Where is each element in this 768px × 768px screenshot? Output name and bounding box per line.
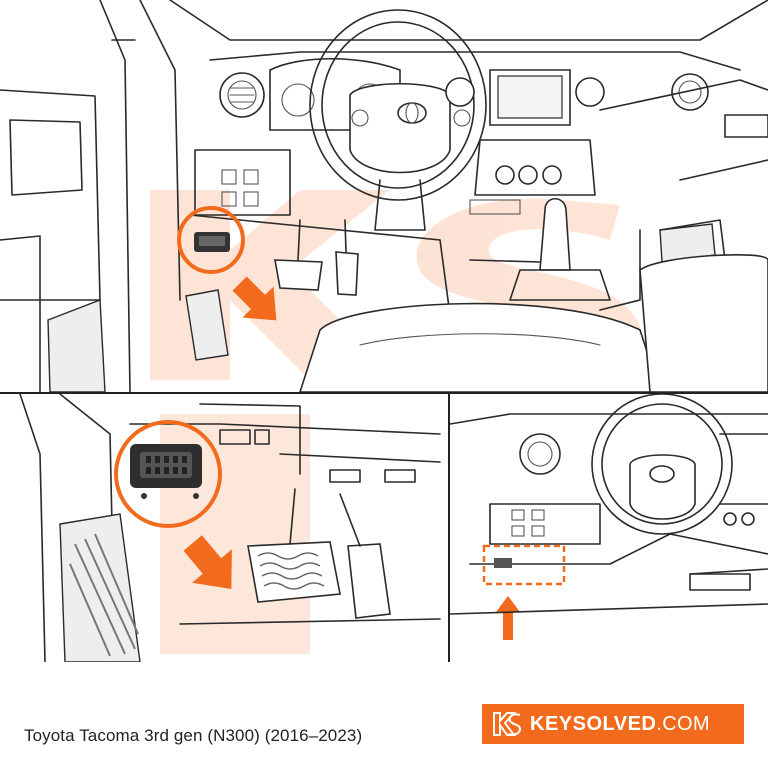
dashboard-location-illustration [450, 394, 768, 662]
keysolved-brand-badge[interactable]: KEYSOLVED.COM [482, 704, 744, 744]
obd-port-closeup-illustration [0, 394, 448, 662]
vehicle-caption: Toyota Tacoma 3rd gen (N300) (2016–2023) [24, 726, 363, 745]
panel-divider-vertical [448, 394, 450, 662]
brand-tld: .COM [656, 712, 710, 735]
ks-logo-icon [493, 712, 522, 736]
panel-divider-horizontal [0, 392, 768, 394]
brand-name: KEYSOLVED [530, 712, 657, 735]
dashboard-overview-illustration [0, 0, 768, 392]
